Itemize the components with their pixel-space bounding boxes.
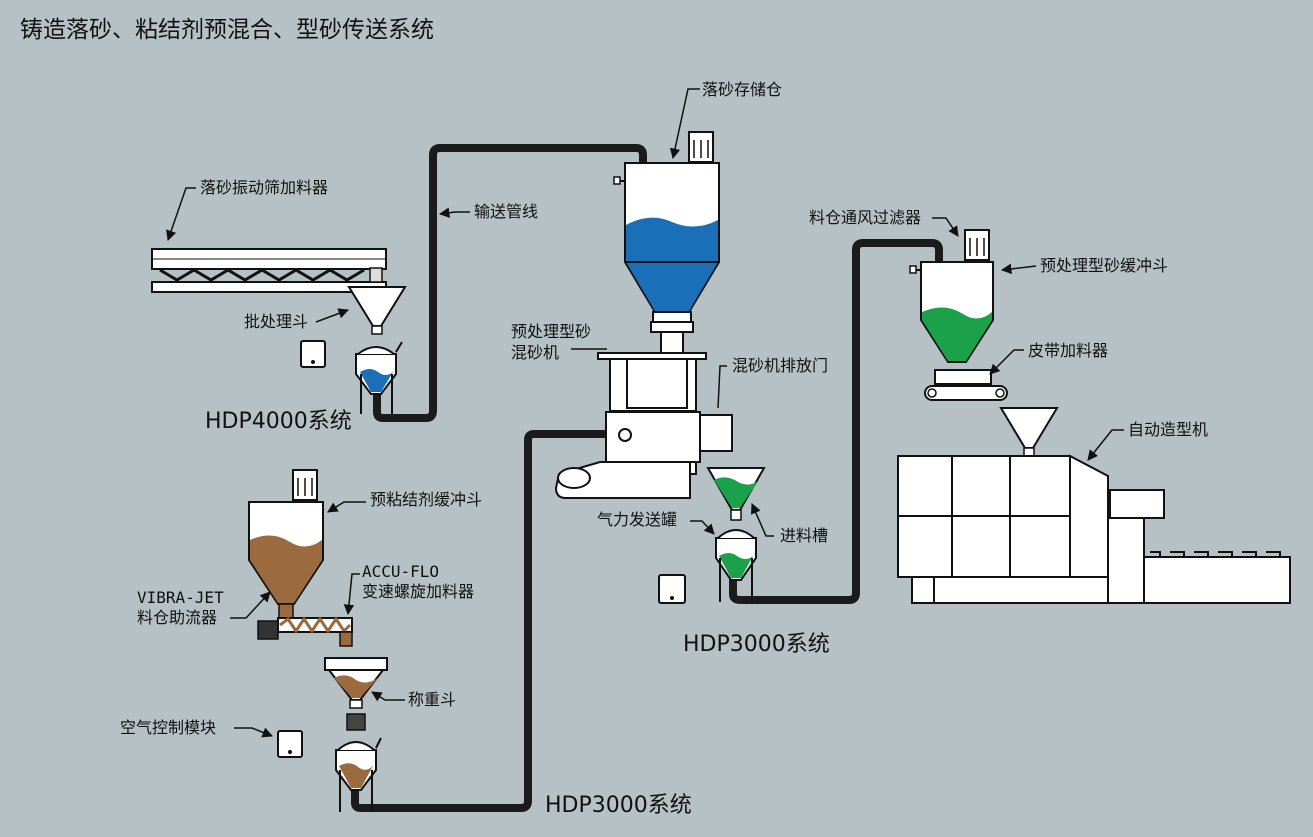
pneumatic-vessel-right: [715, 529, 757, 602]
control-box-bottom: [277, 730, 303, 758]
label-pneumatic-vessel: 气力发送罐: [597, 510, 678, 529]
label-vibra-jet-line2: 料仓助流器: [137, 608, 218, 627]
feed-chute: [706, 467, 766, 521]
label-pretreated-surge-hopper: 预处理型砂缓冲斗: [1040, 256, 1169, 275]
label-premix-mixer-line1: 预处理型砂: [511, 322, 592, 341]
label-batch-hopper: 批处理斗: [244, 312, 309, 331]
label-hdp3000-right-system: HDP3000系统: [683, 632, 830, 657]
premix-mixer: [554, 352, 733, 499]
label-belt-feeder: 皮带加料器: [1028, 341, 1109, 360]
label-auto-molding-machine: 自动造型机: [1128, 420, 1209, 439]
conveying-pipes: [351, 144, 943, 812]
pipe-hdp4000: [373, 144, 647, 422]
page-title: 铸造落砂、粘结剂预混合、型砂传送系统: [20, 17, 434, 43]
label-feed-chute: 进料槽: [780, 526, 829, 545]
label-vibra-jet-line1: VIBRA-JET: [137, 588, 224, 607]
accu-flo-screw-feeder: [257, 616, 353, 647]
belt-feeder: [924, 369, 1008, 401]
label-weigh-hopper: 称重斗: [408, 690, 457, 709]
pretreated-surge-hopper: [909, 229, 994, 363]
label-air-control-module: 空气控制模块: [120, 718, 217, 737]
weigh-hopper: [324, 657, 388, 731]
label-accu-flo-line2: 变速螺旋加料器: [362, 582, 475, 601]
label-accu-flo-line1: ACCU-FLO: [362, 562, 440, 581]
control-box-right: [658, 574, 686, 604]
pneumatic-vessel-bottom: [335, 737, 382, 812]
label-premix-mixer-line2: 混砂机: [511, 343, 560, 362]
label-shakeout-feeder: 落砂振动筛加料器: [200, 178, 329, 197]
shakeout-feeder: [151, 248, 387, 293]
hdp4000-transporter: [355, 341, 403, 414]
label-sand-silo: 落砂存储仓: [702, 80, 783, 99]
label-hdp4000-system: HDP4000系统: [205, 409, 352, 434]
pipe-hdp3000-bottom: [351, 430, 632, 812]
control-box-hdp4000: [300, 340, 326, 368]
pipe-hdp3000-right: [729, 239, 943, 604]
auto-molding-machine: [897, 407, 1291, 604]
label-hdp3000-bottom-system: HDP3000系统: [545, 793, 692, 818]
label-binder-surge-hopper: 预粘结剂缓冲斗: [370, 490, 483, 509]
label-conveying-line: 输送管线: [474, 202, 539, 221]
label-bin-vent-filter: 料仓通风过滤器: [809, 208, 922, 227]
binder-surge-hopper: [248, 469, 324, 619]
sand-storage-silo: [613, 131, 720, 355]
leader-lines: [166, 88, 1124, 738]
label-mixer-discharge-gate: 混砂机排放门: [732, 356, 829, 375]
batch-hopper: [347, 286, 407, 335]
